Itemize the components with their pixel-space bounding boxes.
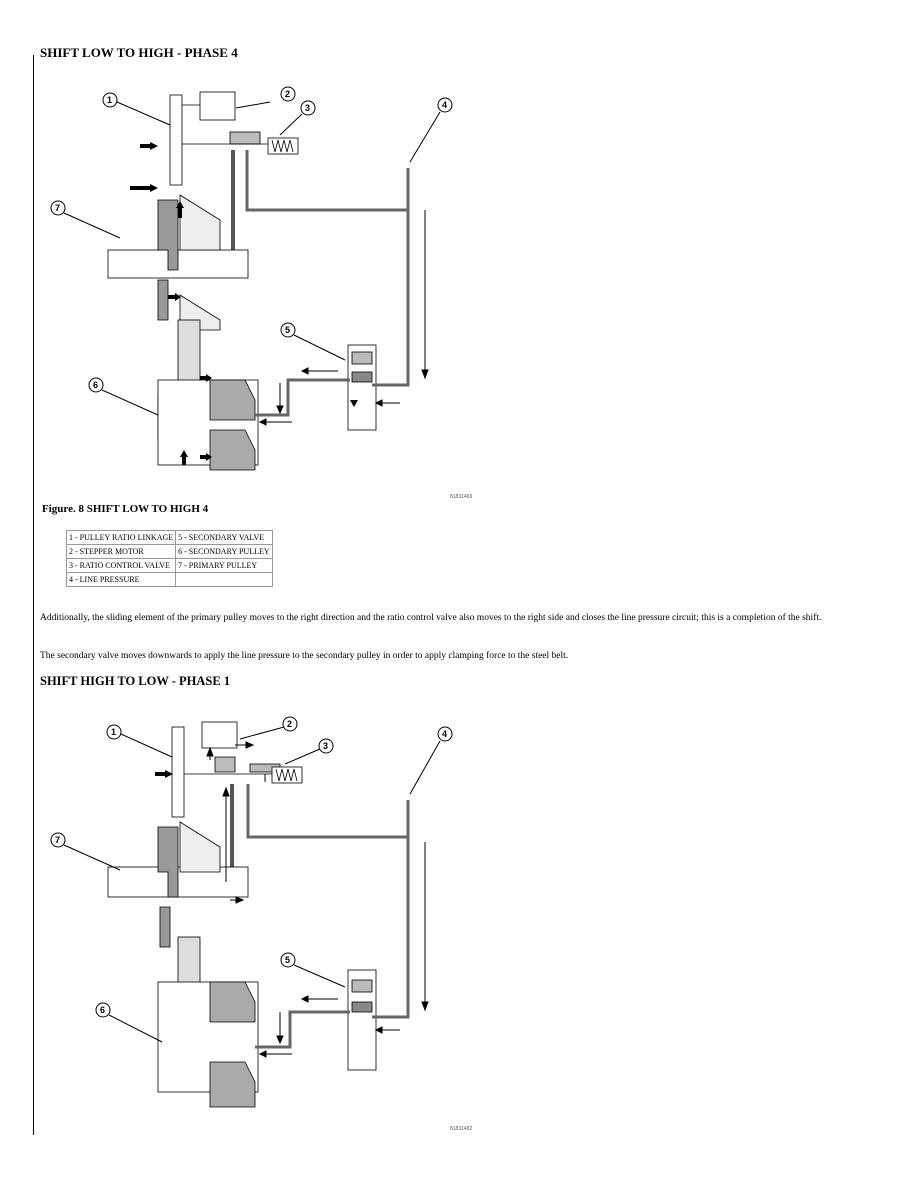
svg-text:5: 5: [285, 325, 290, 335]
section-heading: SHIFT HIGH TO LOW - PHASE 1: [40, 674, 231, 688]
legend-row: 4 - LINE PRESSURE: [65, 572, 273, 587]
svg-text:2: 2: [287, 719, 292, 729]
svg-text:3: 3: [305, 103, 310, 113]
figure-1-code: 81831469: [450, 494, 472, 500]
svg-text:7: 7: [55, 203, 60, 213]
svg-text:4: 4: [442, 100, 447, 110]
svg-text:1: 1: [107, 95, 112, 105]
legend-row: 2 - STEPPER MOTOR 6 - SECONDARY PULLEY: [65, 544, 273, 559]
svg-text:1: 1: [111, 727, 116, 737]
figure-1-caption: Figure. 8 SHIFT LOW TO HIGH 4: [42, 503, 209, 515]
svg-text:2: 2: [285, 89, 290, 99]
figure-1-diagram: 1 2 3 4 5 6 7 81831469: [40, 80, 480, 500]
svg-text:5: 5: [285, 955, 290, 965]
paragraph-1: Additionally, the sliding element of the…: [40, 613, 822, 623]
figure-1-callouts: 1 2 3 4 5 6 7: [50, 86, 453, 416]
cut-off-heading: SHIFT LOW TO HIGH - PHASE 4: [40, 45, 238, 60]
legend-row: 1 - PULLEY RATIO LINKAGE 5 - SECONDARY V…: [65, 530, 273, 545]
svg-text:3: 3: [323, 741, 328, 751]
legend-row: 3 - RATIO CONTROL VALVE 7 - PRIMARY PULL…: [65, 558, 273, 573]
page-left-rule: [33, 55, 34, 1135]
svg-text:4: 4: [442, 729, 447, 739]
svg-text:6: 6: [93, 380, 98, 390]
svg-text:6: 6: [100, 1005, 105, 1015]
svg-text:7: 7: [55, 835, 60, 845]
paragraph-2: The secondary valve moves downwards to a…: [40, 651, 569, 661]
legend-table: 1 - PULLEY RATIO LINKAGE 5 - SECONDARY V…: [65, 530, 273, 587]
figure-2-callouts: 1 2 3 4 5 6 7: [50, 716, 453, 1043]
figure-2-code: 81831482: [450, 1126, 472, 1132]
figure-2-diagram: 1 2 3 4 5 6 7 81831482: [40, 712, 480, 1132]
